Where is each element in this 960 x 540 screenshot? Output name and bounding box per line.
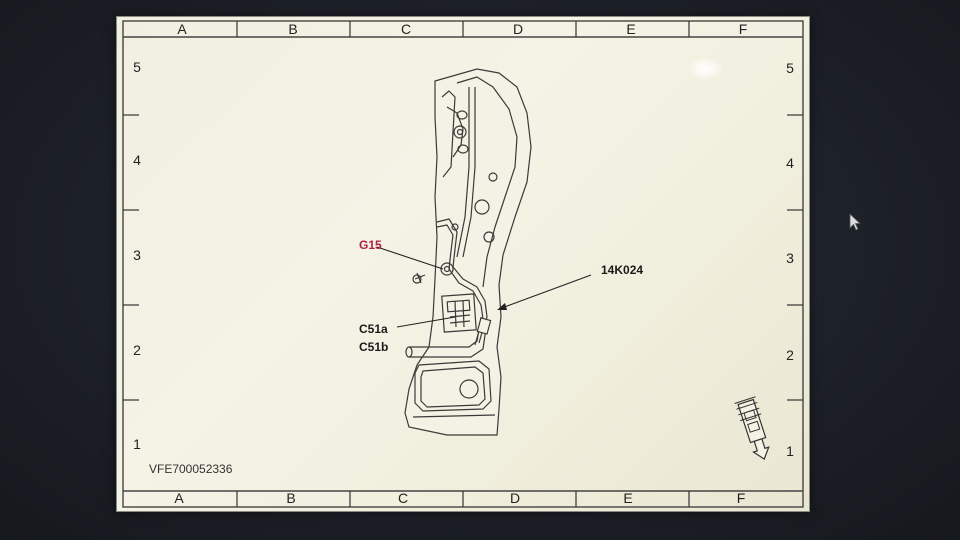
column-label-c-top: C bbox=[401, 21, 411, 37]
column-label-b-top: B bbox=[288, 21, 297, 37]
column-label-b-bottom: B bbox=[286, 490, 295, 506]
wiring-location-diagram: A B C D E F A B C D E F 5 4 3 2 1 5 4 3 … bbox=[122, 20, 804, 508]
row-label-1-left: 1 bbox=[133, 436, 141, 452]
column-label-e-bottom: E bbox=[623, 490, 632, 506]
column-label-d-top: D bbox=[513, 21, 523, 37]
document-id: VFE700052336 bbox=[149, 462, 233, 476]
column-label-e-top: E bbox=[626, 21, 635, 37]
column-label-a-bottom: A bbox=[174, 490, 184, 506]
row-label-3-right: 3 bbox=[786, 250, 794, 266]
callout-c51b: C51b bbox=[359, 340, 388, 354]
row-label-3-left: 3 bbox=[133, 247, 141, 263]
column-label-f-bottom: F bbox=[737, 490, 746, 506]
screen-glare bbox=[688, 58, 722, 80]
row-label-1-right: 1 bbox=[786, 443, 794, 459]
diagram-screen: A B C D E F A B C D E F 5 4 3 2 1 5 4 3 … bbox=[116, 16, 810, 512]
row-label-5-left: 5 bbox=[133, 59, 141, 75]
vehicle-orientation-icon bbox=[734, 396, 770, 461]
row-label-2-left: 2 bbox=[133, 342, 141, 358]
body-pillar-drawing bbox=[404, 68, 532, 436]
c51-leader-line bbox=[396, 316, 456, 328]
column-label-f-top: F bbox=[739, 21, 748, 37]
callout-14k024: 14K024 bbox=[601, 263, 643, 277]
row-label-2-right: 2 bbox=[786, 347, 794, 363]
row-label-5-right: 5 bbox=[786, 60, 794, 76]
column-label-c-bottom: C bbox=[398, 490, 408, 506]
callout-g15: G15 bbox=[359, 238, 382, 252]
row-label-4-left: 4 bbox=[133, 152, 141, 168]
column-label-a-top: A bbox=[177, 21, 187, 37]
callout-c51a: C51a bbox=[359, 322, 388, 336]
column-label-d-bottom: D bbox=[510, 490, 520, 506]
k14-leader-line bbox=[498, 274, 592, 310]
row-label-4-right: 4 bbox=[786, 155, 794, 171]
g15-leader-line bbox=[376, 246, 444, 270]
mouse-cursor-icon bbox=[849, 213, 862, 231]
